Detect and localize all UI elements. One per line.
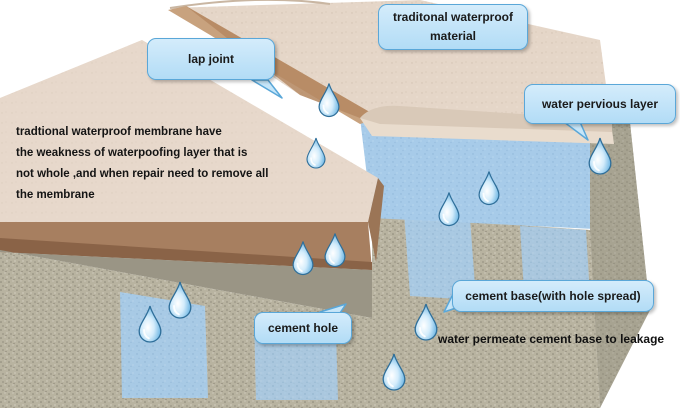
leakage-text: water permeate cement base to leakage [438, 332, 665, 346]
cement-hole-text: cement hole [267, 320, 339, 335]
cement-base-text: cement base(with hole spread) [465, 288, 641, 303]
lap-joint-text: lap joint [188, 51, 234, 66]
description-line-3: not whole ,and when repair need to remov… [16, 168, 269, 180]
cement-base-label: cement base(with hole spread) [452, 280, 654, 312]
description-line-2: the weakness of waterpoofing layer that … [16, 147, 248, 159]
traditional-material-line2: material [429, 29, 477, 43]
traditional-material-line1: traditonal waterproof [392, 10, 513, 25]
water-pervious-layer-label: water pervious layer [524, 84, 676, 124]
cement-hole-label: cement hole [254, 312, 352, 344]
description-line-4: the membrane [16, 189, 95, 201]
description-line-1: tradtional waterproof membrane have [16, 126, 222, 138]
water-pervious-layer-text: water pervious layer [541, 96, 659, 111]
cement-block [0, 104, 650, 408]
membrane-weakness-description: tradtional waterproof membrane have the … [16, 122, 316, 206]
traditional-material-label: traditonal waterproof material [378, 4, 528, 50]
lap-joint-label: lap joint [147, 38, 275, 80]
front-membrane [0, 40, 384, 318]
